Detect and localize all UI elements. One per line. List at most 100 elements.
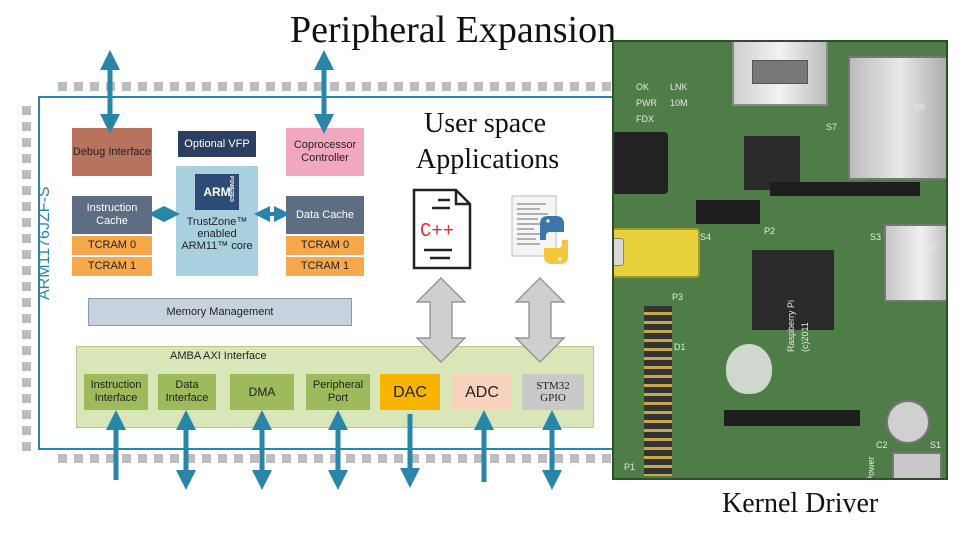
tcram1-right-label: TCRAM 1: [300, 260, 350, 272]
chip-pin: [218, 454, 227, 463]
silk-s5: S5: [926, 242, 938, 252]
dma-label: DMA: [248, 384, 276, 399]
chip-pin: [474, 454, 483, 463]
chip-pin: [362, 454, 371, 463]
chip-pin: [234, 454, 243, 463]
chip-pin: [186, 82, 195, 91]
chip-pin: [330, 82, 339, 91]
chip-pin: [22, 426, 31, 435]
chip-pin: [426, 82, 435, 91]
peripheral-port-label: Peripheral Port: [312, 379, 364, 404]
chip-pin: [490, 454, 499, 463]
usb-opening: [752, 60, 808, 84]
chip-pin: [346, 454, 355, 463]
data-cache-block: Data Cache: [286, 196, 364, 234]
chip-pin: [202, 454, 211, 463]
chip-pin: [22, 362, 31, 371]
dac-block: DAC: [380, 374, 440, 410]
silk-d1: D1: [674, 342, 686, 352]
chip-pin: [22, 122, 31, 131]
chip-pin: [602, 454, 611, 463]
chip-pin: [554, 82, 563, 91]
rca-video-port: [614, 228, 700, 278]
core-line-1: TrustZone™: [186, 216, 248, 228]
chip-pin: [58, 454, 67, 463]
silk-s1: S1: [930, 440, 942, 450]
gpio-header: [644, 306, 672, 476]
silk-s8: S8: [914, 102, 926, 112]
usb-port: [732, 42, 828, 106]
chip-pin: [74, 82, 83, 91]
chip-pin: [22, 346, 31, 355]
chip-pin: [22, 170, 31, 179]
hdmi-port: [884, 224, 946, 302]
chip-pin: [74, 454, 83, 463]
raspberry-pi-board: OK PWR FDX LNK 10M S7 S4 S3 P2 Raspberry…: [612, 40, 948, 480]
coprocessor-controller-label: Coprocessor Controller: [293, 139, 357, 164]
chip-pin: [22, 330, 31, 339]
arm11-core-block: ARM POWERED TrustZone™ enabled ARM11™ co…: [176, 166, 258, 276]
power-port: [892, 452, 942, 478]
user-space-label-line2: Applications: [416, 144, 560, 175]
silk-pwr: PWR: [636, 98, 657, 108]
chip-pin: [22, 378, 31, 387]
data-interface-block: Data Interface: [158, 374, 216, 410]
chip-pin: [22, 298, 31, 307]
chip-pin: [426, 454, 435, 463]
tcram0-left-block: TCRAM 0: [72, 236, 152, 255]
tcram0-left-label: TCRAM 0: [87, 239, 137, 251]
chip-pin: [138, 454, 147, 463]
lan-chip: [744, 136, 800, 190]
display-connector: [770, 182, 920, 196]
adc-block: ADC: [452, 374, 512, 410]
silk-c2: C2: [876, 440, 888, 450]
silk-fdx: FDX: [636, 114, 654, 124]
optional-vfp-label: Optional VFP: [184, 137, 250, 150]
stm32-label: STM32: [536, 380, 570, 392]
debug-interface-label: Debug Interface: [72, 145, 152, 158]
silk-p3: P3: [672, 292, 684, 302]
chip-pin: [298, 82, 307, 91]
chip-pin: [570, 82, 579, 91]
chip-pin: [586, 82, 595, 91]
tcram0-right-block: TCRAM 0: [286, 236, 364, 255]
memory-management-block: Memory Management: [88, 298, 352, 326]
instruction-cache-block: Instruction Cache: [72, 196, 152, 234]
optional-vfp-block: Optional VFP: [178, 131, 256, 157]
kernel-driver-label: Kernel Driver: [722, 488, 879, 519]
chip-pin: [442, 82, 451, 91]
chip-pin: [298, 454, 307, 463]
chip-pin: [106, 454, 115, 463]
core-line-3: ARM11™ core: [181, 240, 253, 252]
arm-logo: ARM POWERED: [195, 174, 239, 210]
silk-lnk: LNK: [670, 82, 688, 92]
soc-chip: [752, 250, 834, 330]
tcram1-left-block: TCRAM 1: [72, 257, 152, 276]
chip-pin: [58, 82, 67, 91]
chip-pin: [22, 250, 31, 259]
stm32-gpio-block: STM32 GPIO: [522, 374, 584, 410]
chip-pin: [22, 106, 31, 115]
chip-pin: [22, 394, 31, 403]
silk-p1: P1: [624, 462, 636, 472]
data-interface-label: Data Interface: [165, 379, 209, 404]
chip-pin: [266, 82, 275, 91]
chip-pin: [22, 266, 31, 275]
instruction-cache-label: Instruction Cache: [86, 202, 138, 227]
chip-pin: [22, 234, 31, 243]
chip-pin: [314, 454, 323, 463]
chip-pin: [362, 82, 371, 91]
cpp-text: C++: [420, 220, 454, 242]
silk-power: Power: [866, 456, 876, 480]
tcram1-right-block: TCRAM 1: [286, 257, 364, 276]
chip-pin: [570, 454, 579, 463]
ethernet-port: [848, 56, 946, 180]
core-line-2: enabled: [197, 228, 237, 240]
chip-pin: [154, 82, 163, 91]
chip-pin: [410, 82, 419, 91]
chip-pin: [234, 82, 243, 91]
tcram0-right-label: TCRAM 0: [300, 239, 350, 251]
coprocessor-controller-block: Coprocessor Controller: [286, 128, 364, 176]
chip-pin: [378, 82, 387, 91]
chip-pin: [282, 82, 291, 91]
